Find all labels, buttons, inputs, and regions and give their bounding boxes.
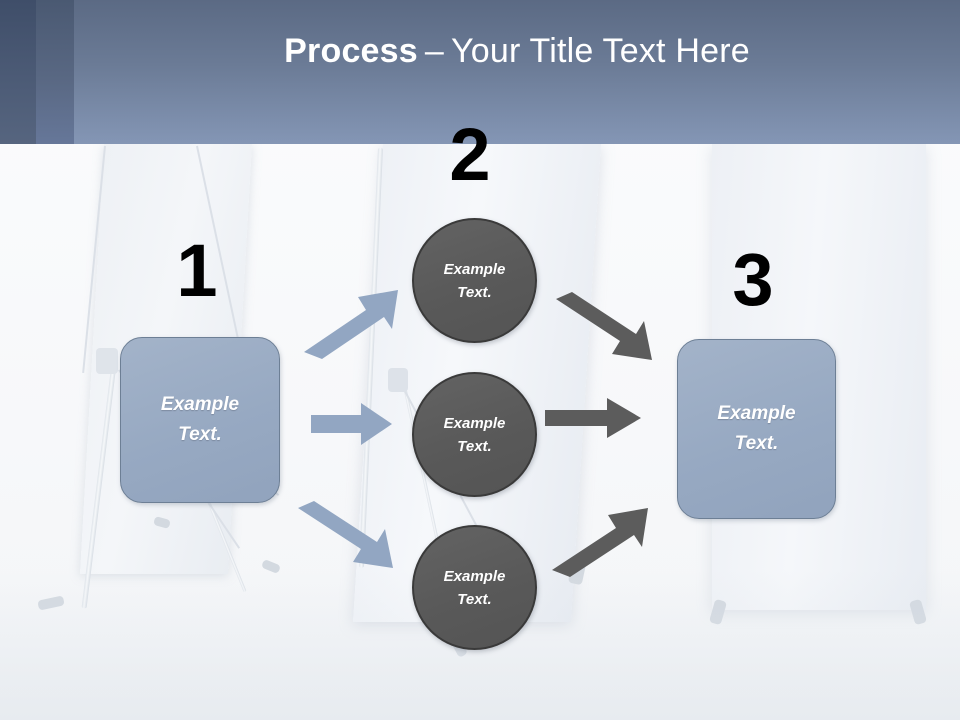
step-2-circle-1-line2: Text.	[457, 283, 492, 301]
step-2-circle-3-line1: Example	[443, 567, 506, 585]
blue-arrow-right	[311, 402, 393, 446]
banner-hub-center	[388, 368, 408, 392]
page-title-strong: Process	[284, 31, 418, 70]
page-title-rest: Your Title Text Here	[451, 31, 750, 70]
step-2-circle-2[interactable]: Example Text.	[412, 372, 537, 497]
step-number-3: 3	[732, 238, 774, 321]
step-2-circle-1[interactable]: Example Text.	[412, 218, 537, 343]
gray-arrow-down	[556, 286, 666, 364]
gray-arrow-up	[548, 498, 660, 578]
page-title: Process – Your Title Text Here	[74, 0, 960, 144]
step-1-box-line2: Text.	[178, 424, 222, 445]
header-accent-strip-dark	[0, 0, 36, 144]
step-2-circle-2-line1: Example	[443, 414, 506, 432]
step-2-circle-3-line2: Text.	[457, 590, 492, 608]
blue-arrow-down	[298, 492, 410, 574]
step-3-box-line1: Example	[717, 403, 796, 424]
title-bar	[0, 0, 960, 144]
step-1-box[interactable]: Example Text.	[120, 337, 280, 503]
banner-hub-left	[96, 348, 118, 374]
step-3-box-line2: Text.	[734, 433, 779, 454]
step-number-2: 2	[449, 113, 491, 196]
step-2-circle-2-line2: Text.	[457, 437, 492, 455]
step-2-circle-1-line1: Example	[443, 260, 506, 278]
step-1-box-line1: Example	[160, 394, 240, 415]
header-accent-strip-mid	[36, 0, 74, 144]
page-title-dash: –	[424, 31, 444, 70]
step-number-1: 1	[176, 229, 218, 312]
step-2-circle-3[interactable]: Example Text.	[412, 525, 537, 650]
step-3-box[interactable]: Example Text.	[677, 339, 836, 519]
blue-arrow-up	[300, 280, 410, 360]
gray-arrow-right	[545, 396, 643, 440]
